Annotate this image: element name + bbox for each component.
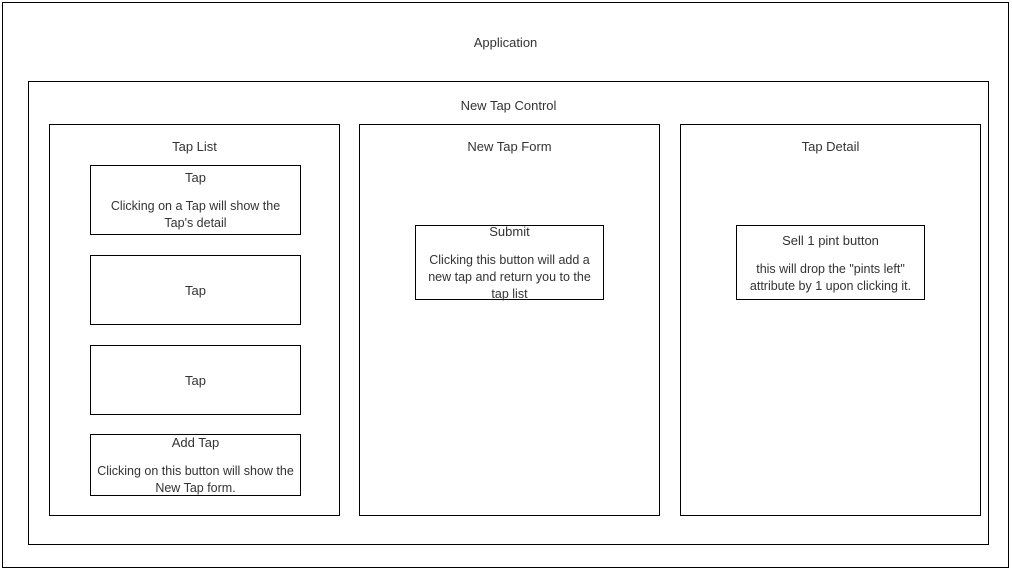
tap-list-item-2[interactable]: Tap [90,255,301,325]
panel-tap-detail: Tap Detail Sell 1 pint button this will … [680,124,981,516]
add-tap-button-title: Add Tap [171,435,220,450]
submit-button[interactable]: Submit Clicking this button will add a n… [415,224,604,301]
submit-button-description: Clicking this button will add a new tap … [428,253,591,301]
panel-new-tap-form: New Tap Form Submit Clicking this button… [359,124,660,516]
tap-list-item-3-title: Tap [185,372,206,388]
panel-new-tap-form-title: New Tap Form [467,139,552,154]
sell-one-pint-button-title: Sell 1 pint button [782,232,879,248]
add-tap-button[interactable]: Add Tap Clicking on this button will sho… [90,434,301,496]
add-tap-button-description: Clicking on this button will show the Ne… [97,464,294,495]
panel-tap-detail-title: Tap Detail [801,139,860,154]
new-tap-control-title: New Tap Control [460,98,557,113]
panel-tap-list-title: Tap List [172,139,217,154]
tap-list-item-1-description: Clicking on a Tap will show the Tap's de… [110,199,281,230]
sell-one-pint-button-description: this will drop the "pints left" attribut… [749,261,912,293]
sell-one-pint-button[interactable]: Sell 1 pint button this will drop the "p… [736,225,925,300]
tap-list-item-3[interactable]: Tap [90,345,301,415]
new-tap-control-frame: New Tap Control Tap List Tap Clicking on… [28,81,989,545]
tap-list-item-2-title: Tap [185,282,206,298]
tap-list-item-1[interactable]: Tap Clicking on a Tap will show the Tap'… [90,165,301,235]
submit-button-title: Submit [489,224,530,239]
application-title: Application [473,35,538,50]
panel-tap-list: Tap List Tap Clicking on a Tap will show… [49,124,340,516]
tap-list-item-1-title: Tap [185,170,206,185]
